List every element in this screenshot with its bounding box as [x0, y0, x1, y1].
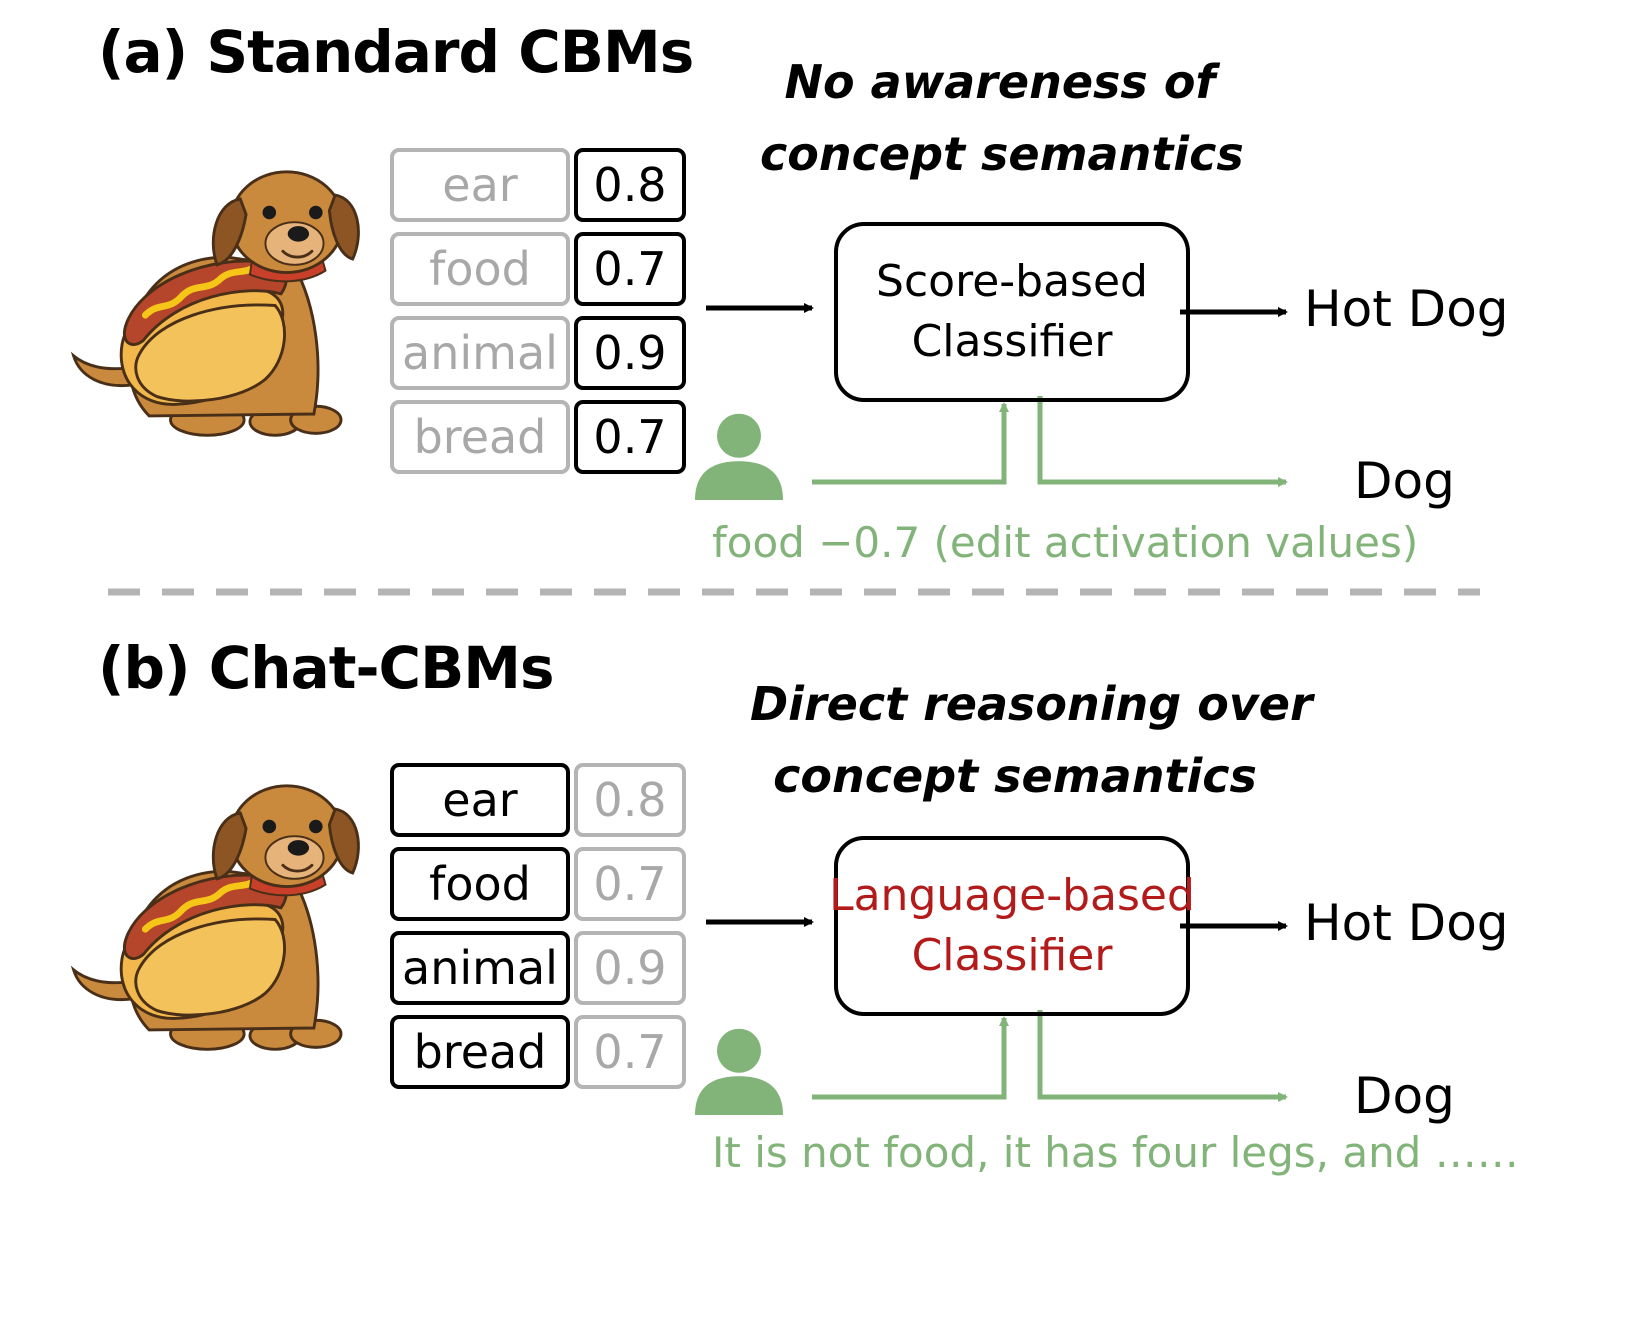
caption-line: concept semantics [760, 127, 1244, 181]
arrow-b-user-to-classifier [812, 1016, 1009, 1100]
arrow-a-classifier-to-dog [1037, 396, 1288, 487]
classifier-label: Language-based [829, 870, 1195, 921]
person-icon [695, 1028, 783, 1115]
classifier-label: Classifier [911, 316, 1113, 367]
output-hot-dog: Hot Dog [1304, 280, 1509, 338]
score-box: 0.7 [574, 232, 686, 306]
output-dog: Dog [1354, 1067, 1455, 1125]
arrow-b-classifier-to-dog [1037, 1010, 1288, 1102]
hot-dog-costume-dog-icon [74, 786, 359, 1050]
caption-line: No awareness of [784, 55, 1216, 109]
score-box: 0.7 [574, 1015, 686, 1089]
concept-box: bread [390, 400, 570, 474]
panel-title: (a) Standard CBMs [98, 18, 694, 86]
classifier-label: Classifier [911, 930, 1113, 981]
score-box: 0.8 [574, 763, 686, 837]
concept-box: animal [390, 931, 570, 1005]
output-dog: Dog [1354, 452, 1455, 510]
score-box: 0.7 [574, 847, 686, 921]
concept-box: ear [390, 763, 570, 837]
concept-box: ear [390, 148, 570, 222]
concept-box: food [390, 847, 570, 921]
concept-box: animal [390, 316, 570, 390]
classifier-label: Score-based [876, 256, 1148, 307]
score-box: 0.7 [574, 400, 686, 474]
concept-box: bread [390, 1015, 570, 1089]
user-feedback: It is not food, it has four legs, and …… [712, 1128, 1519, 1177]
panel-caption: Direct reasoning over concept semantics [750, 668, 1313, 812]
score-box: 0.8 [574, 148, 686, 222]
output-hot-dog: Hot Dog [1304, 894, 1509, 952]
user-feedback: food −0.7 (edit activation values) [712, 518, 1419, 567]
caption-line: concept semantics [773, 749, 1257, 803]
score-based-classifier: Score-based Classifier [834, 222, 1190, 402]
language-based-classifier: Language-based Classifier [829, 836, 1195, 1016]
panel-title: (b) Chat-CBMs [98, 634, 555, 702]
arrow-a-user-to-classifier [812, 402, 1009, 485]
hot-dog-costume-dog-icon [74, 172, 359, 436]
panel-caption: No awareness of concept semantics [760, 46, 1244, 190]
score-box: 0.9 [574, 316, 686, 390]
concept-box: food [390, 232, 570, 306]
score-box: 0.9 [574, 931, 686, 1005]
person-icon [695, 413, 783, 500]
caption-line: Direct reasoning over [750, 677, 1313, 731]
